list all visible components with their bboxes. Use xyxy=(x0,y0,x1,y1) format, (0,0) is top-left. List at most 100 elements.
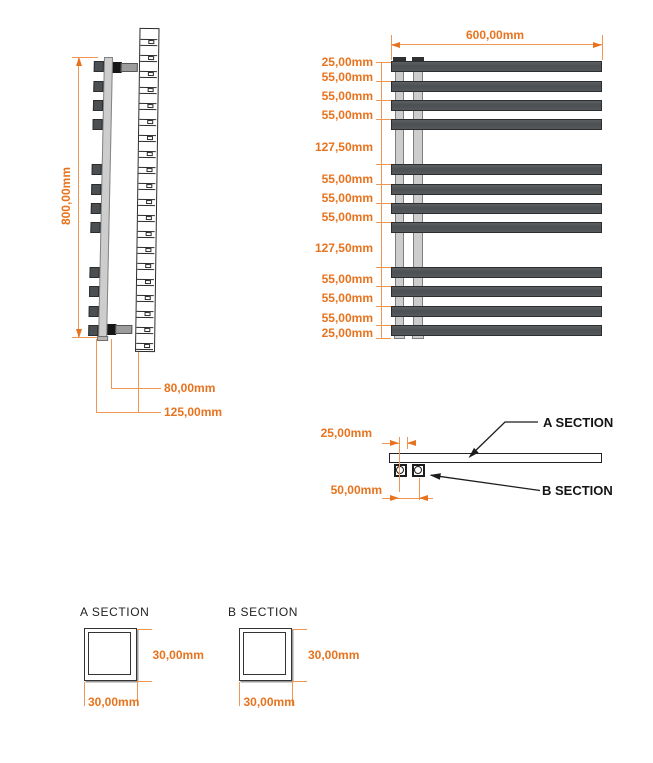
ladder-rung-line xyxy=(137,188,155,191)
side-bar-end-stub xyxy=(88,306,99,317)
front-spacing-tick xyxy=(375,100,391,101)
front-width-dim-arrow-left xyxy=(391,41,400,48)
side-bar-stack-ladder xyxy=(134,27,159,353)
front-towel-bar xyxy=(391,184,602,195)
side-depth-ref-line-1 xyxy=(96,339,97,412)
side-bar-end-stub xyxy=(89,267,100,278)
section-tube-square xyxy=(239,628,292,681)
side-bar-end-stub xyxy=(90,203,101,214)
ladder-bracket xyxy=(144,295,150,301)
front-spacing-tick xyxy=(375,222,391,223)
ladder-rung-line xyxy=(136,252,154,255)
side-height-dim-arrow-top xyxy=(75,57,82,66)
front-spacing-tick xyxy=(375,338,391,339)
plan-collector-section xyxy=(411,463,425,477)
side-bar-end-stub xyxy=(92,100,103,111)
side-bar-end-stub xyxy=(88,286,99,297)
front-spacing-dim-label: 55,00mm xyxy=(321,311,373,325)
front-spacing-tick xyxy=(375,306,391,307)
ladder-bracket xyxy=(143,311,150,317)
front-spacing-tick xyxy=(375,81,391,82)
front-spacing-tick xyxy=(375,119,391,120)
section-height-dim-label: 30,00mm xyxy=(152,648,204,662)
section-ext-line-right xyxy=(292,681,293,706)
front-spacing-tick xyxy=(375,203,391,204)
front-spacing-dim-label: 55,00mm xyxy=(321,191,373,205)
plan-collector-section xyxy=(393,463,407,477)
side-depth-dim-line-80 xyxy=(111,388,161,389)
front-spacing-dim-label: 127,50mm xyxy=(314,241,373,255)
ladder-bracket xyxy=(146,167,152,173)
front-towel-bar xyxy=(391,286,602,297)
ladder-rung-line xyxy=(138,156,155,159)
ladder-rung-line xyxy=(135,332,153,335)
ladder-rung-line xyxy=(135,348,153,351)
side-collector-foot xyxy=(96,336,109,341)
side-wall-connector-arm xyxy=(115,325,133,334)
section-tube-square xyxy=(83,628,137,681)
ladder-rung-line xyxy=(136,300,153,303)
front-towel-bar xyxy=(391,306,602,317)
front-towel-bar xyxy=(391,164,602,175)
ladder-bracket xyxy=(147,39,154,45)
front-spacing-dim-label: 55,00mm xyxy=(321,272,373,286)
section-ext-line-left xyxy=(83,681,85,706)
front-towel-bar xyxy=(391,61,602,72)
side-bar-end-stub xyxy=(93,81,103,92)
front-spacing-dim-label: 25,00mm xyxy=(321,326,373,340)
ladder-rung-line xyxy=(137,172,155,175)
plan-spacing-dim-arrow-right xyxy=(419,495,428,501)
ladder-rung-line xyxy=(137,220,154,223)
ladder-bracket xyxy=(145,183,152,189)
side-height-ext-line-bottom xyxy=(72,337,97,338)
front-towel-bar xyxy=(391,81,602,92)
ladder-rung-line xyxy=(139,60,157,63)
front-width-ext-line-right xyxy=(602,35,603,60)
section-title: A SECTION xyxy=(80,605,150,619)
plan-towel-bar xyxy=(389,452,602,463)
ladder-bracket xyxy=(145,231,151,237)
ladder-rung-line xyxy=(136,284,153,287)
front-spacing-dim-label: 25,00mm xyxy=(321,55,373,69)
side-bar-end-stub xyxy=(88,325,98,336)
ladder-rung-line xyxy=(138,140,155,143)
front-width-ext-line-left xyxy=(391,35,392,60)
ladder-rung-line xyxy=(138,108,156,111)
section-ext-line-right xyxy=(136,681,138,706)
section-title: B SECTION xyxy=(228,605,299,619)
side-depth-dim-label-80: 80,00mm xyxy=(164,381,216,395)
front-spacing-tick xyxy=(375,267,391,268)
front-towel-bar xyxy=(391,325,602,336)
side-depth-dim-line-125 xyxy=(96,412,161,413)
section-ext-line-bottom xyxy=(292,681,307,682)
side-bar-end-stub xyxy=(92,119,103,130)
section-width-dim-label: 30,00mm xyxy=(88,695,140,709)
front-towel-bar xyxy=(391,267,602,278)
ladder-bracket xyxy=(144,263,151,269)
front-spacing-tick xyxy=(375,325,391,326)
ladder-bracket xyxy=(143,343,150,349)
section-tube-inner-wall xyxy=(87,632,131,676)
plan-spacing-dim-label: 50,00mm xyxy=(330,483,382,497)
ladder-rung-line xyxy=(137,204,155,207)
plan-offset-dim-arrow-right xyxy=(407,440,416,446)
section-ext-line-top xyxy=(136,628,152,630)
front-spacing-dim-label: 55,00mm xyxy=(321,210,373,224)
plan-collector-bore-circle xyxy=(413,465,423,475)
front-spacing-tick xyxy=(375,286,391,287)
section-ext-line-top xyxy=(292,628,307,630)
side-depth-ref-line-3 xyxy=(137,352,139,412)
ladder-rung-line xyxy=(137,236,154,239)
callout-a-section-label: A SECTION xyxy=(543,415,614,430)
side-wall-connector-arm xyxy=(120,63,138,72)
ladder-rung-line xyxy=(136,268,154,271)
ladder-rung-line xyxy=(139,44,157,47)
ladder-bracket xyxy=(144,279,151,285)
front-towel-bar xyxy=(391,203,602,214)
front-spacing-dim-label: 127,50mm xyxy=(314,140,373,154)
ladder-bracket xyxy=(146,119,153,125)
front-spacing-tick xyxy=(375,164,391,165)
front-collector-top-cap xyxy=(411,57,424,61)
front-towel-bar xyxy=(391,222,602,233)
